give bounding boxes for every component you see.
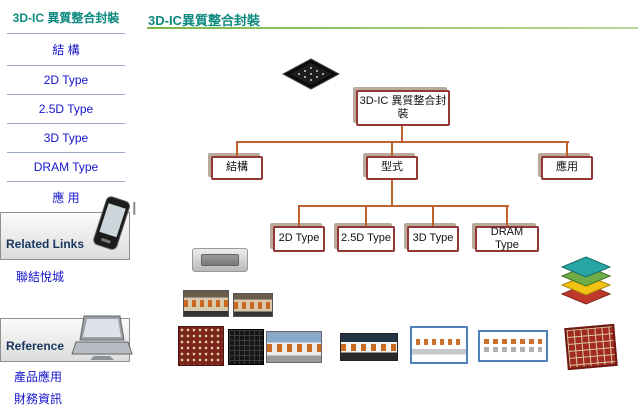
connector-level3-horizontal (298, 205, 509, 207)
package-die-image (201, 253, 239, 267)
related-links-label: Related Links (6, 237, 85, 251)
cross-section-1-image (266, 331, 322, 363)
connector-application-stub (566, 142, 568, 156)
sidebar-item-dram-type[interactable]: DRAM Type (7, 153, 125, 182)
connector-type-stub (391, 142, 393, 156)
reference-label: Reference (6, 339, 65, 353)
related-link-city[interactable]: 聯結悅城 (16, 270, 65, 284)
die-photo-image (228, 329, 264, 365)
red-grid-chip-image (564, 323, 618, 371)
tree-node-root[interactable]: 3D-IC 異質整合封裝 (356, 90, 450, 126)
sidebar-item-structure[interactable]: 結 構 (7, 34, 125, 66)
phone-icon (93, 196, 136, 250)
stack-diagram-2-image (478, 330, 548, 362)
cross-section-small-1-image (183, 290, 229, 317)
connector-structure-stub (236, 142, 238, 156)
connector-2d-stub (298, 206, 300, 226)
page-title: 3D-IC異質整合封裝 (148, 13, 260, 28)
package-render-image (192, 248, 248, 272)
reference-link-finance[interactable]: 財務資訊 (14, 392, 63, 406)
tree-node-application[interactable]: 應用 (541, 156, 593, 180)
bga-bottom-view-image (178, 326, 224, 366)
laptop-icon (71, 315, 133, 360)
connector-root-down (401, 126, 403, 142)
title-underline (147, 27, 638, 29)
tree-node-2d-type[interactable]: 2D Type (273, 226, 325, 252)
connector-3d-stub (432, 206, 434, 226)
stack-diagram-1-image (410, 326, 468, 364)
connector-level2-horizontal (236, 141, 569, 143)
reference-link-products[interactable]: 產品應用 (14, 370, 63, 384)
layer-stack-image (560, 256, 612, 305)
sidebar-item-3d-type[interactable]: 3D Type (7, 124, 125, 153)
connector-2-5d-stub (365, 206, 367, 226)
chip-image (282, 58, 340, 90)
tree-node-type[interactable]: 型式 (366, 156, 418, 180)
sidebar-title: 3D-IC 異質整合封裝 (7, 0, 125, 34)
tree-node-3d-type[interactable]: 3D Type (407, 226, 459, 252)
sidebar-item-2d-type[interactable]: 2D Type (7, 66, 125, 95)
cross-section-2-image (340, 333, 398, 361)
cross-section-small-2-image (233, 293, 273, 317)
sidebar: 3D-IC 異質整合封裝 結 構 2D Type 2.5D Type 3D Ty… (0, 0, 132, 214)
sidebar-item-2-5d-type[interactable]: 2.5D Type (7, 95, 125, 124)
connector-type-down (391, 180, 393, 206)
tree-node-dram-type[interactable]: DRAM Type (475, 226, 539, 252)
tree-node-2-5d-type[interactable]: 2.5D Type (337, 226, 395, 252)
connector-dram-stub (506, 206, 508, 226)
tree-node-structure[interactable]: 結構 (211, 156, 263, 180)
